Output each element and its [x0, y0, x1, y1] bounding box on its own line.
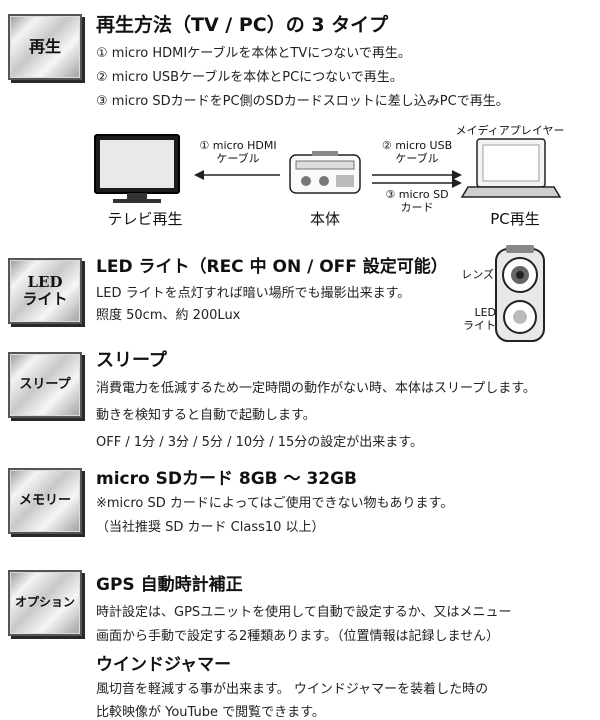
usb-arrow — [372, 170, 462, 180]
usb-label-line-1: ② micro USB — [381, 139, 453, 152]
badge-option-label: オプション — [14, 595, 75, 610]
led-line-2: 照度 50cm、約 200Lux — [96, 308, 241, 323]
sd-label: ③ micro SD カード — [372, 188, 462, 214]
media-player-label: メイディアプレイヤー — [455, 124, 565, 137]
badge-led-line-2: ライト — [22, 290, 68, 308]
camera-body-icon — [289, 151, 361, 194]
tv-caption: テレビ再生 — [107, 210, 183, 228]
badge-playback: 再生 — [8, 14, 82, 80]
badge-sleep-label: スリープ — [19, 376, 71, 392]
sleep-line-3: OFF / 1分 / 3分 / 5分 / 10分 / 15分の設定が出来ます。 — [96, 435, 424, 450]
laptop-icon — [460, 138, 562, 198]
memory-line-1: ※micro SD カードによってはご使用できない物もあります。 — [96, 496, 454, 511]
playback-title: 再生方法（TV / PC）の 3 タイプ — [96, 14, 389, 36]
playback-line-1: ① micro HDMIケーブルを本体とTVにつないで再生。 — [96, 46, 411, 61]
lens-label: レンズ — [461, 268, 494, 281]
led-light-label-line-1: LED — [474, 306, 496, 319]
camera-front-icon — [495, 245, 545, 342]
gps-title: GPS 自動時計補正 — [96, 575, 243, 595]
sd-arrow — [372, 178, 462, 188]
hdmi-arrow — [194, 170, 280, 180]
playback-line-2: ② micro USBケーブルを本体とPCにつないで再生。 — [96, 70, 403, 85]
wind-line-2: 比較映像が YouTube で閲覧できます。 — [96, 705, 325, 720]
tv-icon — [94, 134, 180, 203]
badge-led-line-1: LED — [27, 272, 63, 291]
badge-sleep: スリープ — [8, 352, 82, 418]
sleep-title: スリープ — [96, 350, 167, 371]
usb-label-line-2: ケーブル — [395, 152, 439, 166]
badge-memory-label: メモリー — [18, 492, 71, 508]
badge-memory: メモリー — [8, 468, 82, 534]
playback-diagram — [94, 134, 562, 203]
gps-line-1: 時計設定は、GPSユニットを使用して自動で設定するか、又はメニュー — [96, 605, 512, 620]
usb-label: ② micro USB ケーブル — [372, 139, 462, 165]
pc-caption: PC再生 — [490, 210, 540, 228]
wind-title: ウインドジャマー — [96, 655, 232, 675]
playback-line-3: ③ micro SDカードをPC側のSDカードスロットに差し込みPCで再生。 — [96, 94, 509, 109]
wind-line-1: 風切音を軽減する事が出来ます。 ウインドジャマーを装着した時の — [96, 682, 489, 697]
badge-playback-label: 再生 — [28, 36, 61, 56]
sleep-line-1: 消費電力を低減するため一定時間の動作がない時、本体はスリープします。 — [96, 381, 536, 396]
badge-option: オプション — [8, 570, 82, 636]
memory-line-2: （当社推奨 SD カード Class10 以上） — [96, 520, 325, 535]
sleep-line-2: 動きを検知すると自動で起動します。 — [96, 408, 316, 423]
body-caption: 本体 — [309, 210, 340, 228]
memory-title: micro SDカード 8GB ～ 32GB — [96, 469, 358, 489]
hdmi-label-line-1: ① micro HDMI — [199, 139, 277, 152]
hdmi-label-line-2: ケーブル — [216, 152, 260, 166]
led-line-1: LED ライトを点灯すれば暗い場所でも撮影出来ます。 — [96, 286, 411, 301]
hdmi-label: ① micro HDMI ケーブル — [198, 139, 278, 165]
led-light-label: LED ライト — [452, 306, 496, 332]
sd-label-line-1: ③ micro SD — [385, 188, 449, 201]
gps-line-2: 画面から手動で設定する2種類あります。（位置情報は記録しません） — [96, 629, 500, 644]
sd-label-line-2: カード — [400, 201, 434, 215]
led-light-label-line-2: ライト — [463, 319, 496, 333]
led-title: LED ライト（REC 中 ON / OFF 設定可能） — [96, 257, 448, 277]
badge-led: LED ライト — [8, 258, 82, 324]
